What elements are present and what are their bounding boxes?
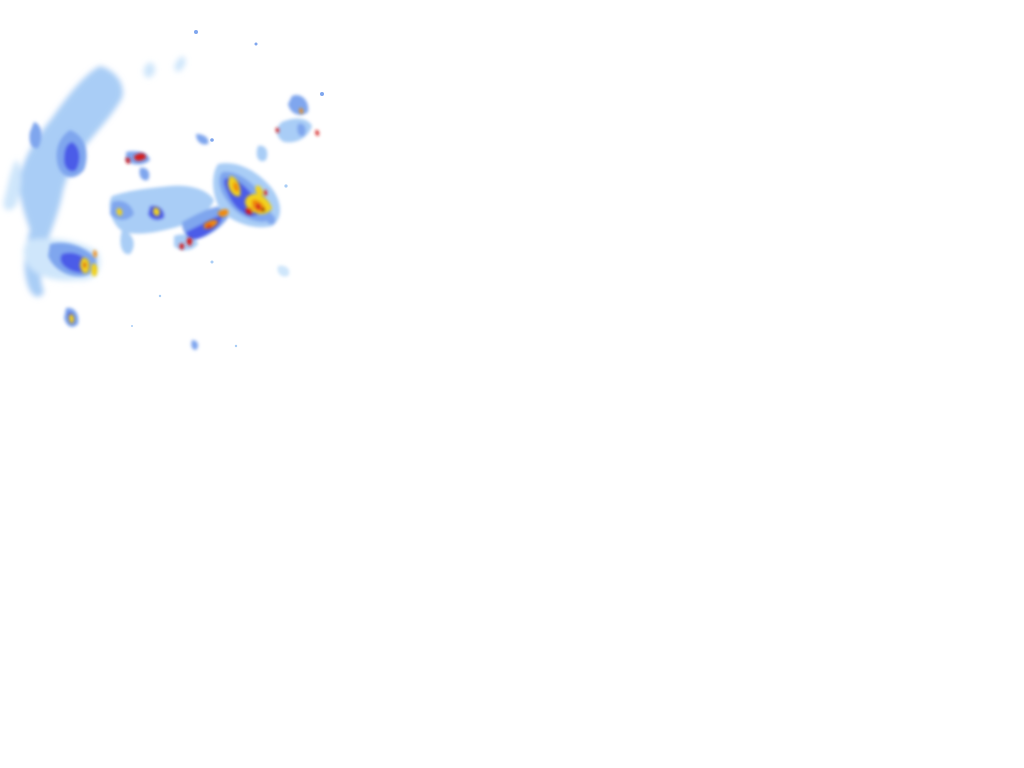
radar-echo-ext [134,153,146,161]
radar-echo-vheavy [116,208,123,216]
radar-echo-lmod [196,134,209,145]
radar-echo-light [120,230,134,255]
radar-echo-core [261,207,265,212]
radar-echo-vlight [277,265,290,277]
radar-echo-light [131,325,133,327]
radar-echo-lmod [210,138,214,142]
radar-echo-ext [255,203,261,210]
radar-echo-int [93,250,97,258]
radar-echo-int [299,108,304,114]
radar-echo-light [210,260,214,264]
radar-echo-vheavy [255,185,263,196]
radar-echo-ext [315,130,320,136]
radar-echo-light [234,344,238,348]
radar-echo-lmod [254,42,258,46]
radar-echo-vheavy [153,207,160,216]
radar-echo-lmod [191,340,199,350]
radar-echo-light [158,294,162,298]
radar-echo-lmod [297,123,306,137]
radar-echo-ext [275,127,280,133]
radar-echo-vlight [3,160,22,211]
radar-echo-lmod [288,94,309,115]
radar-echo-vheavy [91,263,98,277]
radar-echo-ext [245,207,253,215]
radar-echo-int [218,209,229,217]
radar-echo-vheavy [68,314,75,324]
radar-echo-lmod [265,212,276,225]
radar-echo-ext [206,224,212,229]
radar-echo-lmod [29,122,42,149]
radar-echo-lmod [194,30,198,34]
radar-echo-ext [179,243,185,250]
radar-echo-light [284,184,288,188]
radar-echo-ext [83,262,87,268]
intense-storm-cells [68,108,320,324]
radar-echo-lmod [139,167,150,181]
scattered-echoes [131,30,324,348]
radar-echo-ext [263,189,268,196]
radar-echo-int [233,182,239,192]
radar-echo-vlight [143,62,156,78]
radar-echo-vlight [174,56,186,72]
radar-echo-lmod [110,200,134,220]
radar-echo-lmod [320,92,324,96]
central-rain-cells [109,134,231,255]
radar-echo-ext [125,157,131,164]
radar-echo-light [276,118,312,143]
radar-echo-ext [186,237,193,246]
radar-echo-light [256,145,268,162]
radar-echo-mod [64,142,80,172]
